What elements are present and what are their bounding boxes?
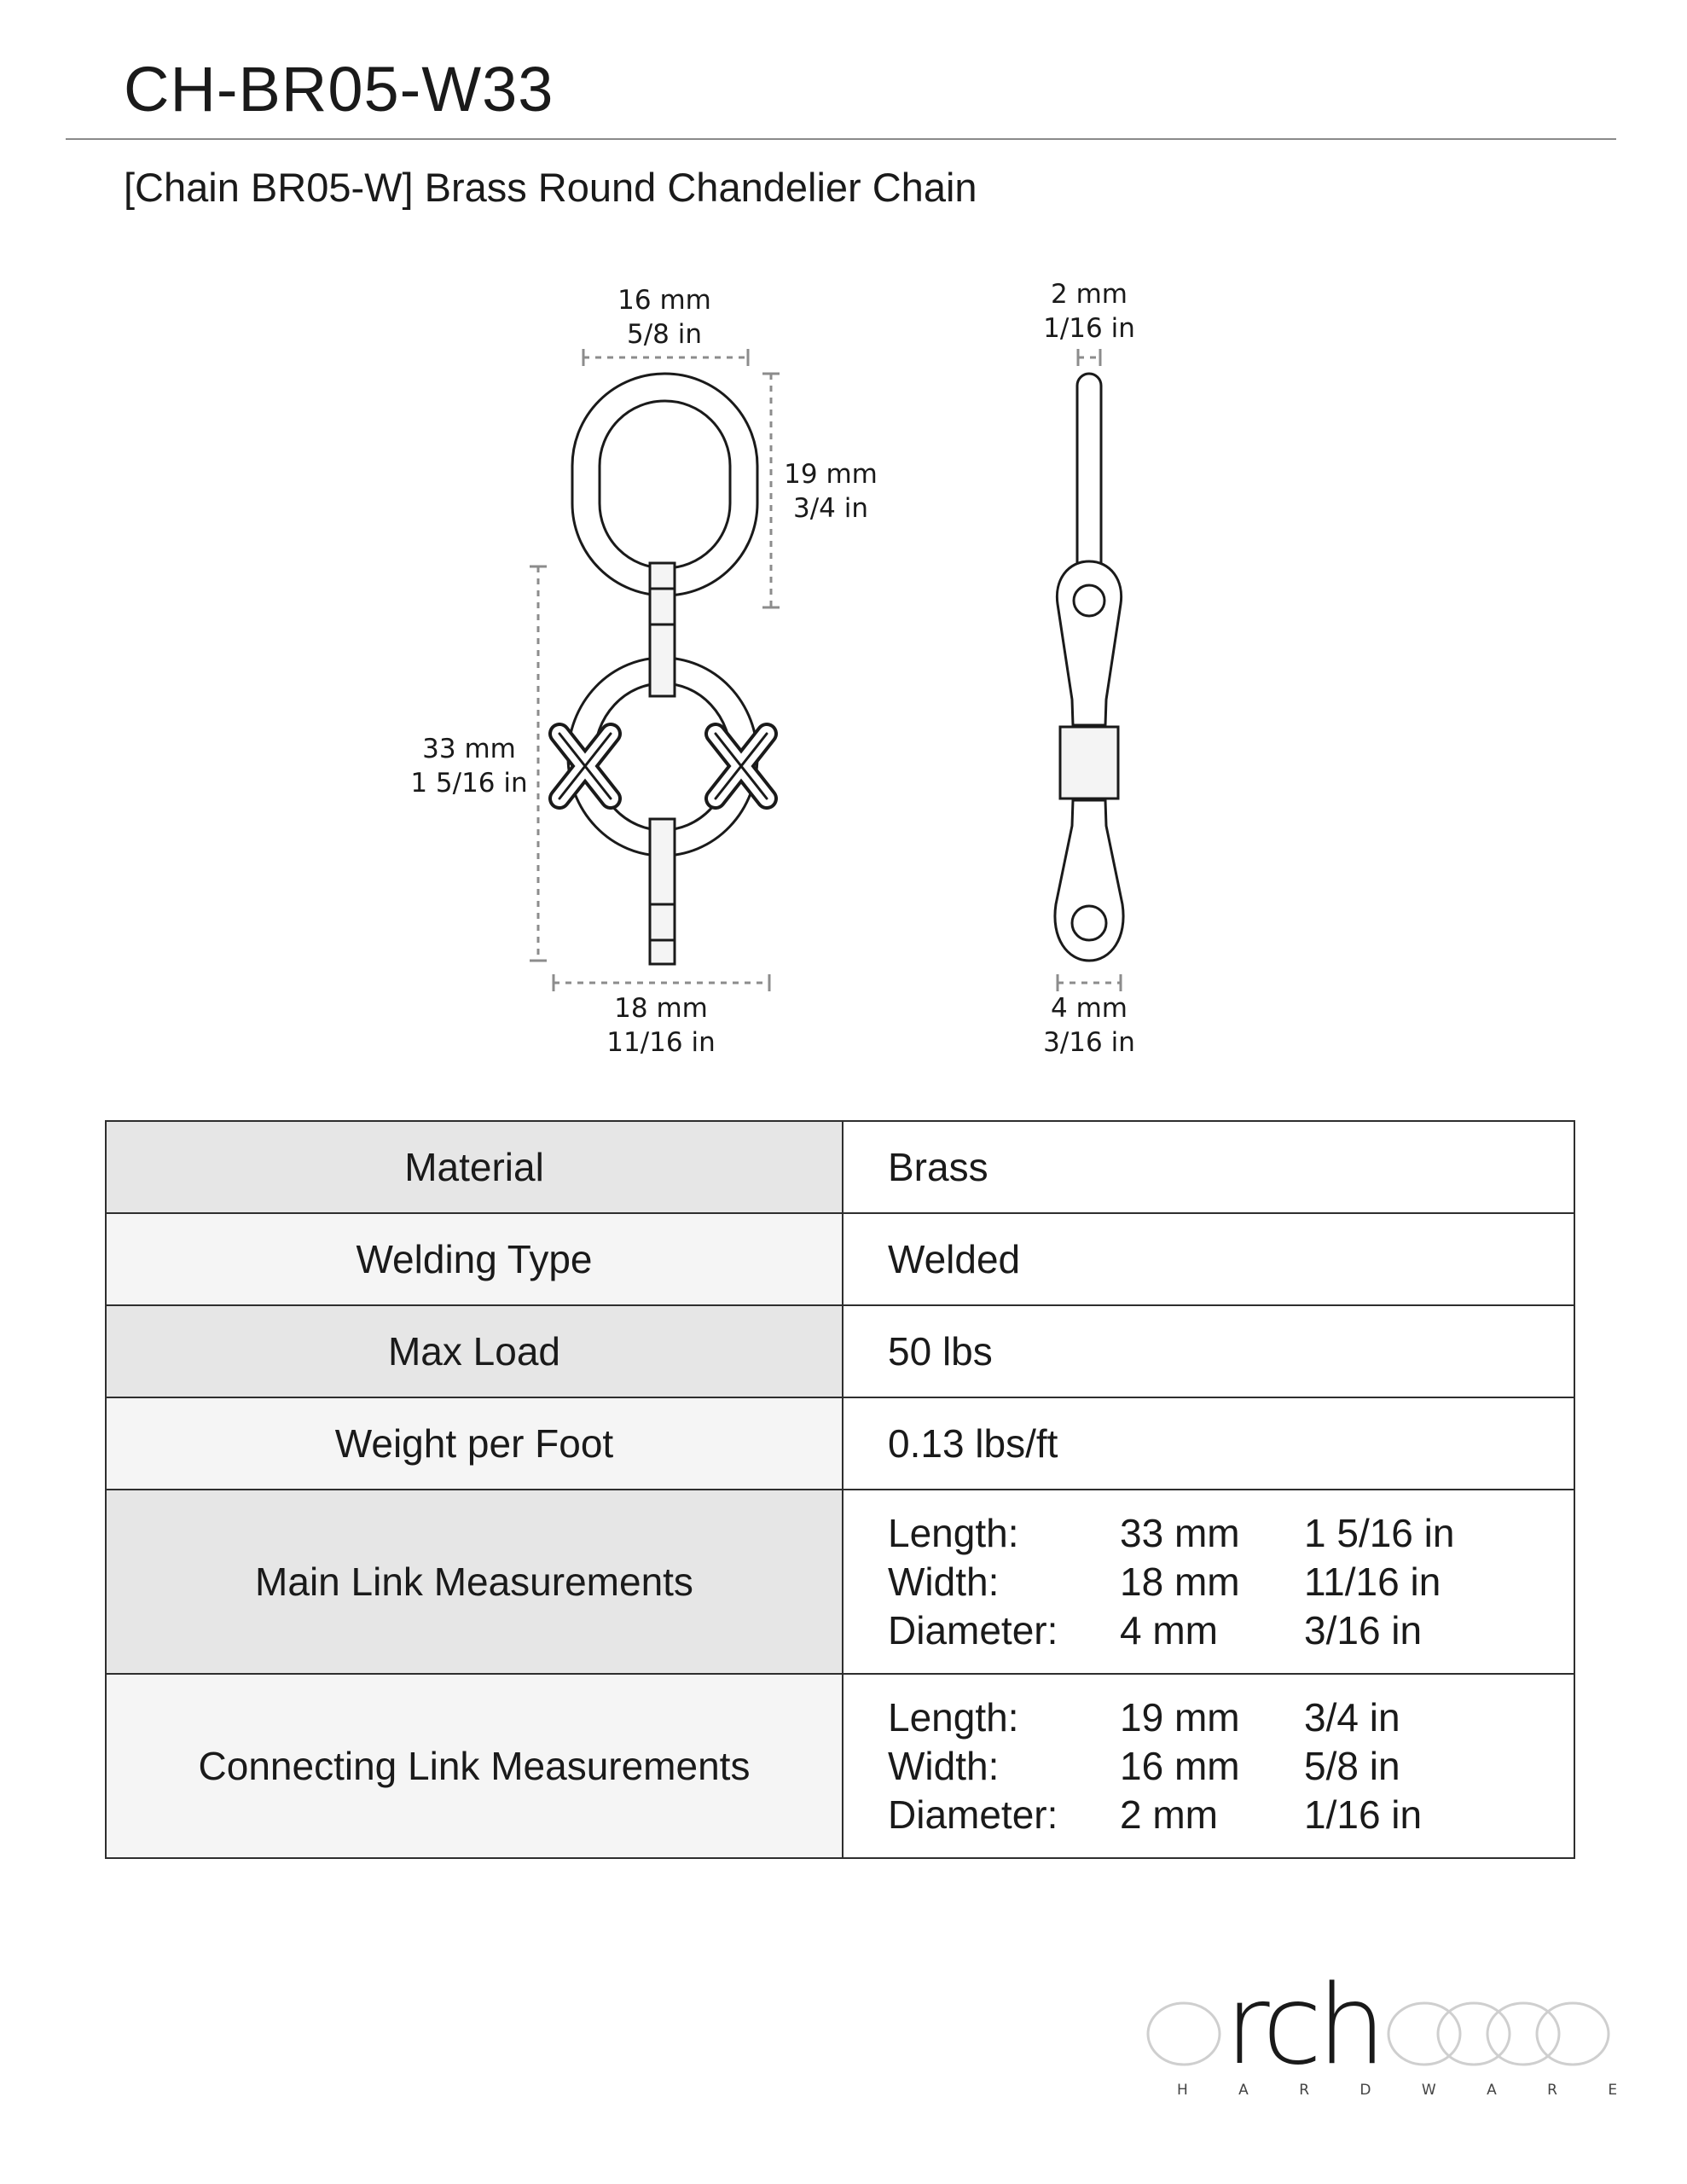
connecting-width-in: 5/8 in	[627, 319, 702, 350]
connecting-diameter-mm-value: 2 mm	[1120, 1792, 1218, 1837]
main-length-in: 1 5/16 in	[410, 768, 527, 799]
table-row: Main Link Measurements Length: 33 mm 1 5…	[105, 1489, 1575, 1675]
main-link-label: Main Link Measurements	[105, 1489, 844, 1675]
table-row: Welding Type Welded	[105, 1212, 1575, 1306]
material-label: Material	[105, 1120, 844, 1214]
main-width-in-value: 11/16 in	[1304, 1559, 1441, 1604]
table-row: Connecting Link Measurements Length: 19 …	[105, 1673, 1575, 1859]
connecting-diameter-in: 1/16 in	[1043, 313, 1135, 344]
connecting-link-values: Length: 19 mm 3/4 in Width: 16 mm 5/8 in…	[842, 1673, 1575, 1859]
connecting-diameter-in-value: 1/16 in	[1304, 1792, 1423, 1837]
main-diameter-dimension: 4 mm 3/16 in	[1043, 974, 1135, 1058]
main-width-in: 11/16 in	[606, 1027, 715, 1058]
connecting-width-dimension: 16 mm 5/8 in	[582, 285, 750, 366]
main-length-in-value: 1 5/16 in	[1304, 1510, 1455, 1555]
connecting-width-in-value: 5/8 in	[1304, 1743, 1400, 1788]
logo-tagline: H A R D W A R E	[1177, 2082, 1620, 2099]
main-length-mm: 33 mm	[422, 734, 516, 764]
connecting-link-label: Connecting Link Measurements	[105, 1673, 844, 1859]
brand-logo: rch H A R D W A R E	[1146, 1962, 1620, 2099]
connecting-length-mm-value: 19 mm	[1120, 1694, 1240, 1740]
specifications-table: Material Brass Welding Type Welded Max L…	[105, 1120, 1575, 1859]
main-link-values: Length: 33 mm 1 5/16 in Width: 18 mm 11/…	[842, 1489, 1575, 1675]
main-width-mm: 18 mm	[614, 993, 708, 1024]
page-subtitle: [Chain BR05-W] Brass Round Chandelier Ch…	[124, 165, 977, 210]
weld-mark-right	[704, 723, 778, 810]
main-diameter-name: Diameter:	[888, 1607, 1058, 1653]
welding-type-value: Welded	[842, 1212, 1575, 1306]
connecting-width-mm-value: 16 mm	[1120, 1743, 1240, 1788]
connecting-length-in: 3/4 in	[793, 493, 868, 524]
connecting-width-name: Width:	[888, 1743, 1000, 1788]
connecting-diameter-mm: 2 mm	[1051, 279, 1128, 310]
chain-dimension-diagram: 16 mm 5/8 in 19 mm 3/4 in 33 mm 1 5/16 i…	[410, 279, 1135, 1058]
table-row: Material Brass	[105, 1120, 1575, 1214]
page-title: CH-BR05-W33	[124, 54, 554, 125]
logo-wordmark: rch	[1225, 1962, 1381, 2089]
main-length-mm-value: 33 mm	[1120, 1510, 1240, 1555]
connecting-width-mm: 16 mm	[617, 285, 711, 316]
max-load-label: Max Load	[105, 1304, 844, 1398]
weight-per-foot-label: Weight per Foot	[105, 1397, 844, 1490]
connecting-length-mm: 19 mm	[784, 459, 878, 490]
header-divider	[66, 138, 1616, 140]
main-diameter-mm: 4 mm	[1051, 993, 1128, 1024]
connecting-length-in-value: 3/4 in	[1304, 1694, 1400, 1740]
max-load-value: 50 lbs	[842, 1304, 1575, 1398]
table-row: Weight per Foot 0.13 lbs/ft	[105, 1397, 1575, 1490]
welding-type-label: Welding Type	[105, 1212, 844, 1306]
main-length-name: Length:	[888, 1510, 1019, 1555]
table-row: Max Load 50 lbs	[105, 1304, 1575, 1398]
material-value: Brass	[842, 1120, 1575, 1214]
main-width-name: Width:	[888, 1559, 1000, 1604]
connecting-length-dimension: 19 mm 3/4 in	[762, 372, 878, 609]
connecting-link-front	[571, 372, 759, 597]
main-diameter-mm-value: 4 mm	[1120, 1607, 1218, 1653]
main-width-dimension: 18 mm 11/16 in	[552, 974, 771, 1058]
connecting-length-name: Length:	[888, 1694, 1019, 1740]
main-width-mm-value: 18 mm	[1120, 1559, 1240, 1604]
main-link-side	[1053, 560, 1125, 962]
main-diameter-in: 3/16 in	[1043, 1027, 1135, 1058]
connecting-diameter-name: Diameter:	[888, 1792, 1058, 1837]
main-diameter-in-value: 3/16 in	[1304, 1607, 1423, 1653]
weight-per-foot-value: 0.13 lbs/ft	[842, 1397, 1575, 1490]
connecting-diameter-dimension: 2 mm 1/16 in	[1043, 279, 1135, 366]
main-length-dimension: 33 mm 1 5/16 in	[410, 565, 547, 962]
weld-mark-left	[548, 723, 622, 810]
